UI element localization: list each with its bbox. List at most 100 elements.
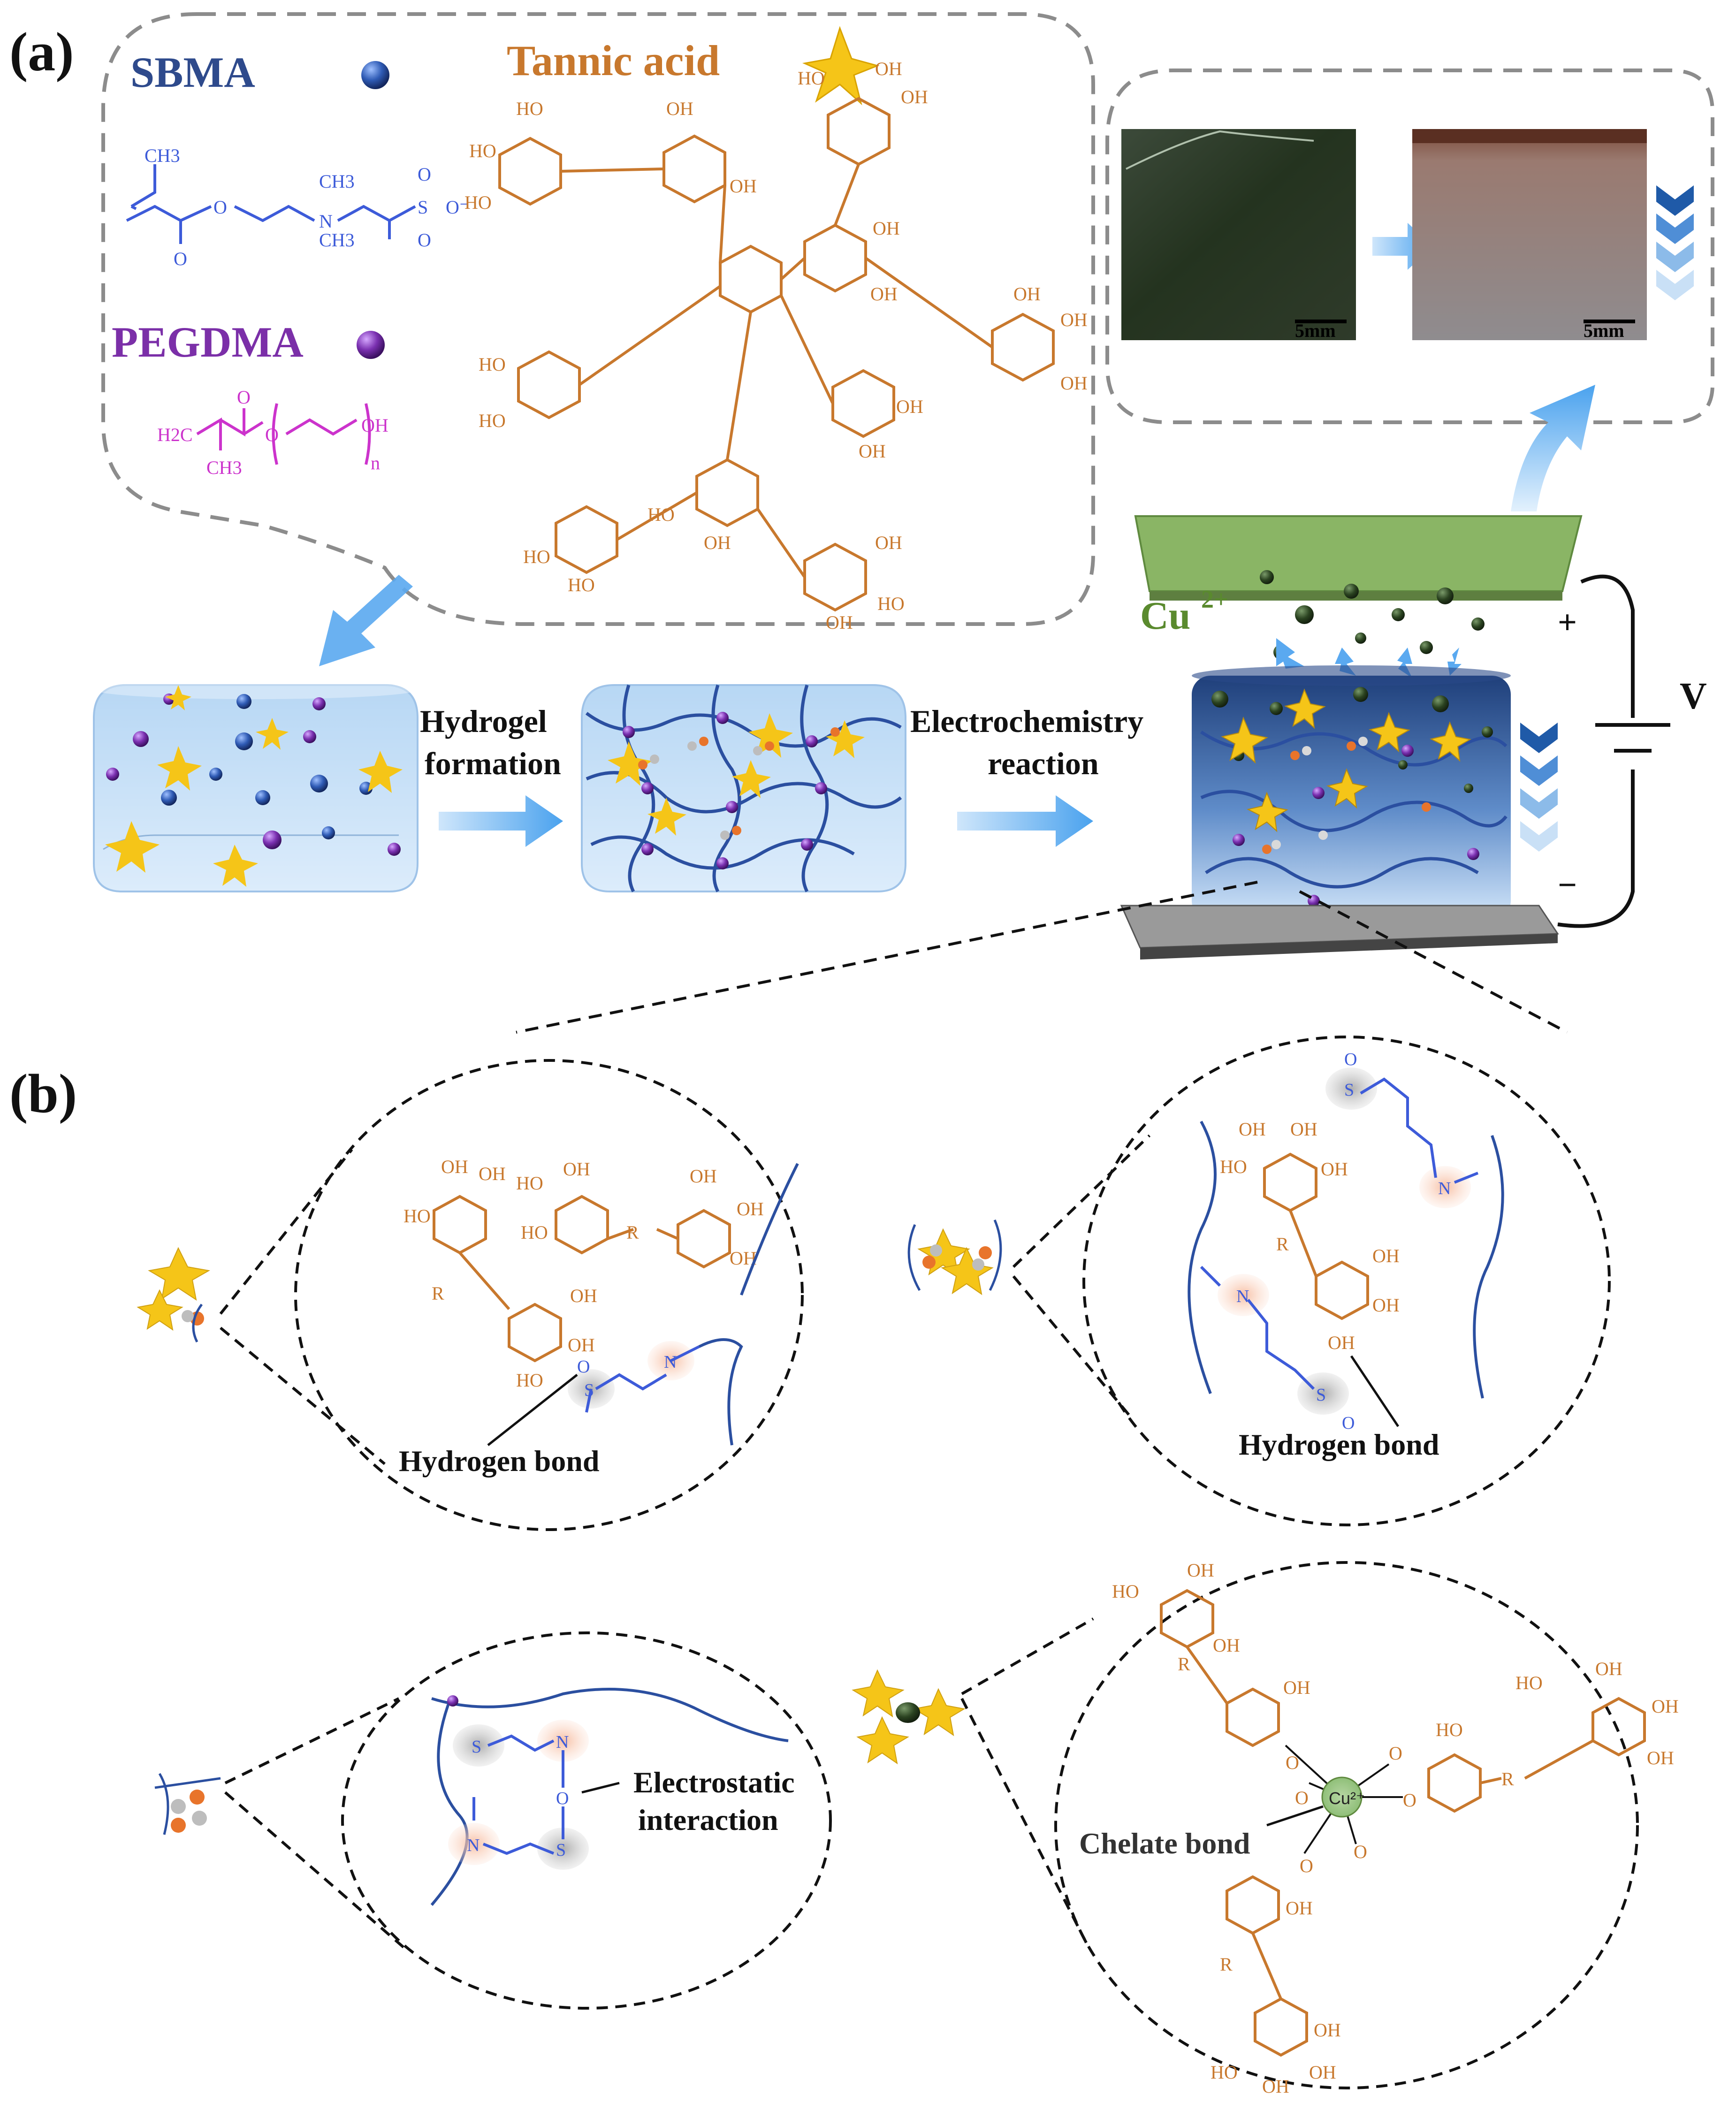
z4-r-3: R [1220, 1954, 1233, 1975]
ta-oh-2: HO [469, 140, 496, 161]
z2-oh-2: OH [1290, 1119, 1317, 1140]
gel-chevrons [1520, 723, 1558, 852]
ta-oh-10: OH [870, 283, 898, 305]
z4-oh-3: OH [1283, 1677, 1310, 1698]
electrochem-arrow [957, 795, 1093, 847]
ta-oh-3: HO [464, 192, 492, 213]
zoom-2-chem [1263, 1152, 1369, 1320]
electrochem-label-2: reaction [988, 746, 1099, 781]
hydrogel-formation-label-2: formation [425, 746, 561, 781]
z1-ho-1: HO [404, 1205, 431, 1227]
z3-s-1: S [472, 1737, 481, 1757]
reagents-dashed-outline [101, 12, 1095, 626]
z4-oh-1: OH [1187, 1560, 1214, 1581]
zoom-2-icon [907, 1219, 1002, 1295]
pegdma-structure [196, 403, 371, 465]
cu-center [1321, 1776, 1363, 1818]
scale-text-right: 5mm [1584, 320, 1624, 341]
z4-oh-6: OH [1652, 1696, 1679, 1717]
sbma-o-carbonyl: O [174, 248, 187, 269]
z1-r-1: R [626, 1222, 639, 1243]
z3-n-2: N [467, 1836, 480, 1855]
ta-oh-5: OH [730, 175, 757, 197]
electrostatic-pointer [581, 1782, 620, 1794]
z1-oh-7: OH [570, 1285, 597, 1306]
electrostatic-label-1: Electrostatic [633, 1766, 795, 1799]
ta-oh-13: OH [1060, 373, 1088, 394]
reagents-to-gel-arrow [319, 575, 413, 666]
zoom-circle-3 [341, 1631, 832, 2010]
hbond-left-label: Hydrogen bond [399, 1444, 599, 1478]
scale-text-left: 5mm [1295, 320, 1336, 341]
zoom-3-chem: S N O N S [430, 1688, 789, 1906]
sbma-o-minus: O⁻ [446, 197, 469, 218]
cu-center-label: Cu²⁺ [1329, 1789, 1365, 1808]
z4-oh-7: OH [1647, 1747, 1674, 1768]
sbma-o-bottom: O [418, 229, 431, 251]
gel-network [581, 684, 906, 892]
z4-oh-5: OH [1595, 1658, 1622, 1679]
gel-electrodeposited [1192, 665, 1511, 920]
z3-s-2: S [556, 1840, 566, 1860]
circuit-voltage: V [1680, 676, 1707, 717]
ta-oh-12: OH [1060, 309, 1088, 330]
circuit-plus: + [1558, 603, 1577, 641]
z2-r: R [1276, 1234, 1289, 1255]
z4-o-2: O [1295, 1787, 1309, 1808]
zoom-circle-1-lines [219, 1149, 386, 1465]
pegdma-o-top: O [237, 387, 251, 408]
photo-after [1412, 129, 1647, 340]
hbond-right-pointer [1350, 1355, 1400, 1427]
copper-plate [1134, 515, 1583, 592]
zoom-4-icon [852, 1669, 966, 1765]
circuit-wire [1557, 574, 1670, 928]
pegdma-o-ether: O [265, 424, 279, 445]
sbma-n: N [319, 211, 333, 232]
z4-ho-2: HO [1515, 1672, 1543, 1693]
ta-oh-1: HO [516, 98, 543, 119]
photo-after-copper-layer [1412, 129, 1647, 143]
photos-dashed-outline [1105, 69, 1714, 424]
zoom-circle-3-lines [224, 1697, 404, 1949]
z1-n: N [664, 1352, 677, 1372]
z3-o-1: O [556, 1789, 569, 1808]
zoom-circle-4 [1054, 1561, 1639, 2089]
z1-oh-2: OH [479, 1163, 506, 1184]
gel-to-photo-arrow [1511, 385, 1595, 511]
panel-b-label: (b) [9, 1063, 77, 1124]
z1-oh-1: OH [441, 1156, 468, 1177]
z1-oh-8: OH [568, 1334, 595, 1356]
ta-oh-14: HO [479, 354, 506, 375]
panel-a-label: (a) [9, 21, 74, 83]
pegdma-h2c: H2C [157, 424, 193, 445]
gel-precursor-particles [105, 685, 403, 887]
sbma-ch3-bottom: CH3 [319, 229, 355, 251]
z2-oh-5: OH [1372, 1295, 1400, 1316]
z4-oh-2: OH [1213, 1635, 1240, 1656]
z3-n-1: N [556, 1732, 569, 1752]
zoom-circle-1 [294, 1059, 804, 1531]
circuit-minus: − [1558, 866, 1577, 904]
z4-oh-9: OH [1314, 2019, 1341, 2041]
z4-r-1: R [1178, 1653, 1190, 1675]
zoom-lines [516, 881, 1568, 1034]
sbma-s: S [418, 197, 428, 218]
photo-before-crack [1126, 130, 1314, 170]
z4-ho-3: HO [1211, 2062, 1238, 2083]
sbma-ch3: CH3 [145, 145, 180, 166]
ta-oh-23: HO [877, 593, 905, 614]
pegdma-sphere [357, 331, 385, 359]
ta-oh-15: HO [479, 410, 506, 431]
pegdma-ch3: CH3 [206, 457, 242, 478]
pegdma-oh: OH [361, 415, 388, 436]
ta-oh-11: OH [1013, 283, 1041, 305]
photo-chevrons [1656, 185, 1694, 300]
ta-oh-8: OH [901, 86, 928, 107]
z2-oh-6: OH [1328, 1332, 1355, 1353]
z4-oh-11: OH [1262, 2076, 1289, 2097]
z2-o-bot: O [1342, 1413, 1355, 1433]
sbma-o-ester: O [213, 197, 227, 218]
z4-ho-1: HO [1112, 1581, 1139, 1602]
z2-n-top: N [1438, 1179, 1451, 1198]
tannic-acid-star [802, 26, 880, 106]
